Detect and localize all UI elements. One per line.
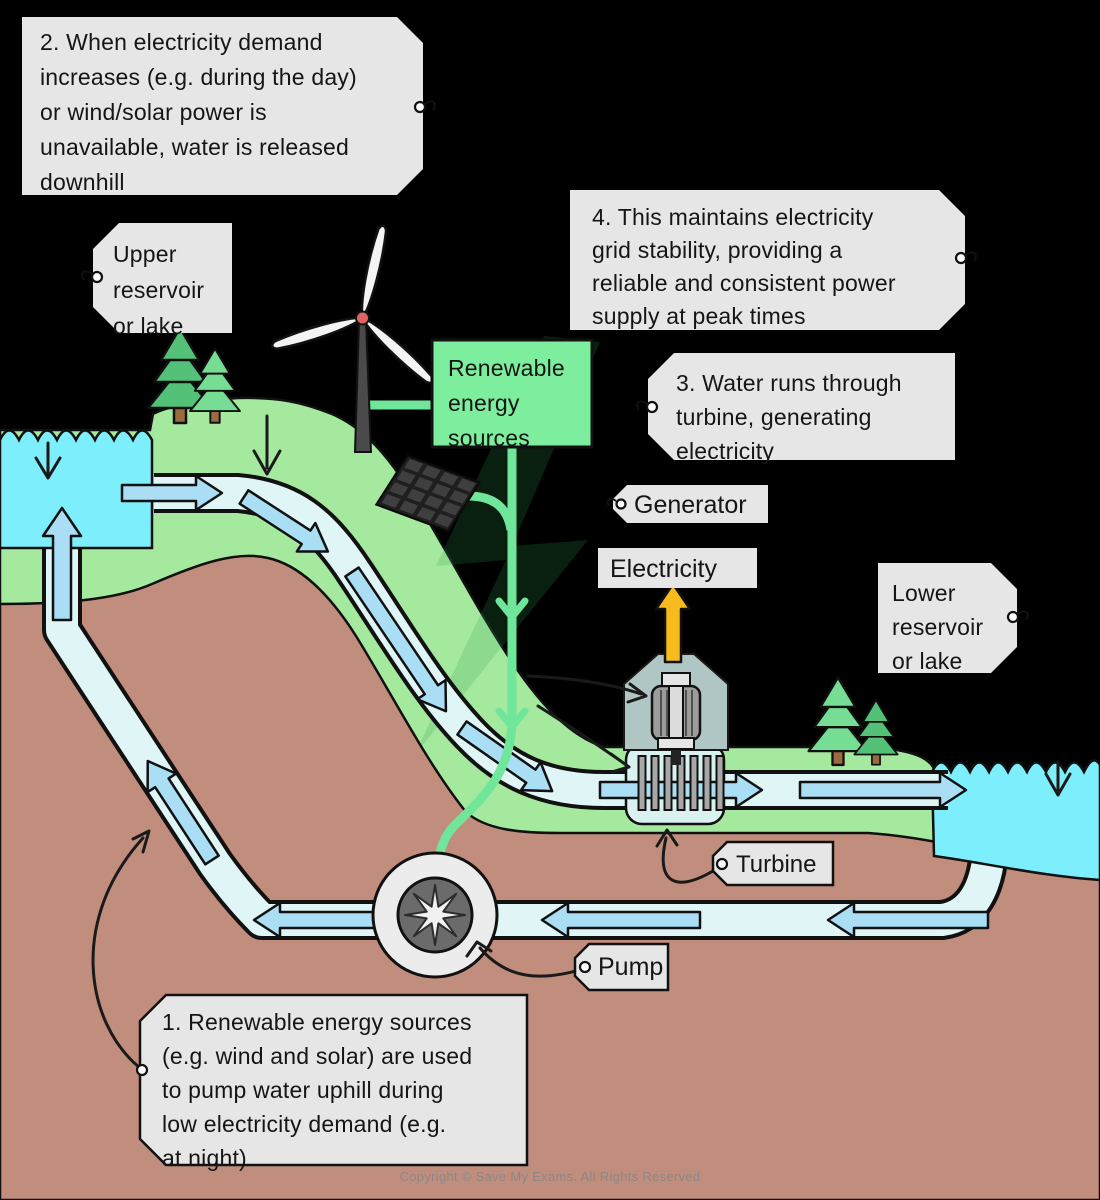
note-1-line: at night)	[162, 1145, 247, 1171]
note-2: 2. When electricity demand increases (e.…	[40, 25, 357, 200]
renewable-sources-label: Renewable energy sources	[448, 351, 565, 456]
turbine-tag-arrow	[655, 828, 720, 884]
pine-trees	[146, 326, 899, 767]
wind-turbine-icon	[270, 224, 434, 453]
pine-tree-icon	[853, 699, 899, 766]
upper-reservoir-line: Upper	[113, 241, 177, 267]
renewable-sources-box	[430, 338, 594, 449]
lower-reservoir-tag	[878, 563, 1017, 673]
down-arrow-icon	[252, 414, 282, 476]
note-4-line: reliable and consistent power	[592, 270, 896, 296]
renewable-line: Renewable	[448, 355, 565, 381]
arrow-to-turbine	[536, 704, 631, 774]
note2-box	[22, 17, 423, 195]
electricity-label-box	[598, 548, 757, 588]
note-1: 1. Renewable energy sources (e.g. wind a…	[162, 1005, 472, 1175]
renewable-line: energy	[448, 390, 520, 416]
solar-panel-icon	[374, 454, 482, 533]
electricity-arrow-icon	[654, 582, 692, 664]
copyright-text: Copyright © Save My Exams. All Rights Re…	[399, 1169, 701, 1184]
pump-tag	[573, 942, 670, 992]
pump-tag-arrow	[465, 940, 588, 978]
note-2-line: unavailable, water is released	[40, 134, 350, 160]
label-shapes	[22, 17, 1029, 1167]
pine-tree-icon	[146, 326, 214, 425]
renewable-line: sources	[448, 425, 530, 451]
note-4-line: grid stability, providing a	[592, 237, 843, 263]
note-2-line: 2. When electricity demand	[40, 29, 323, 55]
generator-label: Generator	[634, 491, 747, 519]
upper-reservoir-label: Upper reservoir or lake	[113, 236, 204, 344]
energy-connectors	[366, 400, 529, 881]
turbine-tag	[711, 840, 835, 887]
note-4: 4. This maintains electricity grid stabi…	[592, 201, 896, 333]
lower-reservoir-label: Lower reservoir or lake	[892, 576, 983, 678]
down-arrow-icon	[1044, 760, 1072, 797]
upper-reservoir-line: or lake	[113, 313, 184, 339]
note-4-line: supply at peak times	[592, 303, 806, 329]
flow-annotation-arrows	[34, 414, 1072, 1070]
lower-reservoir-line: or lake	[892, 648, 963, 674]
note-3-line: electricity	[676, 438, 775, 464]
pump-label: Pump	[598, 953, 664, 981]
generator-tag	[613, 485, 768, 523]
note4-box	[570, 190, 965, 330]
lower-reservoir-line: Lower	[892, 580, 956, 606]
note-2-line: or wind/solar power is	[40, 99, 267, 125]
note-1-line: low electricity demand (e.g.	[162, 1111, 447, 1137]
note-3: 3. Water runs through turbine, generatin…	[676, 366, 902, 468]
arrow-to-generator	[526, 674, 648, 704]
upper-reservoir-tag	[93, 223, 232, 333]
turbine-label: Turbine	[736, 851, 817, 878]
upper-reservoir-line: reservoir	[113, 277, 205, 303]
pine-tree-icon	[807, 676, 869, 767]
note3-box	[648, 353, 955, 460]
note1-arrow	[91, 829, 151, 1070]
note-1-line: 1. Renewable energy sources	[162, 1009, 472, 1035]
note-1-line: (e.g. wind and solar) are used	[162, 1043, 473, 1069]
note-3-line: 3. Water runs through	[676, 370, 902, 396]
note-1-line: to pump water uphill during	[162, 1077, 444, 1103]
lower-reservoir-line: reservoir	[892, 614, 984, 640]
pine-tree-icon	[189, 347, 241, 424]
note-2-line: downhill	[40, 169, 125, 195]
note1-box	[138, 993, 529, 1167]
note-4-line: 4. This maintains electricity	[592, 204, 874, 230]
down-arrow-icon	[34, 441, 62, 480]
electricity-label: Electricity	[610, 555, 717, 583]
note-3-line: turbine, generating	[676, 404, 872, 430]
generator-icon	[650, 672, 702, 765]
note-2-line: increases (e.g. during the day)	[40, 64, 357, 90]
pump-impeller-icon	[371, 851, 499, 979]
